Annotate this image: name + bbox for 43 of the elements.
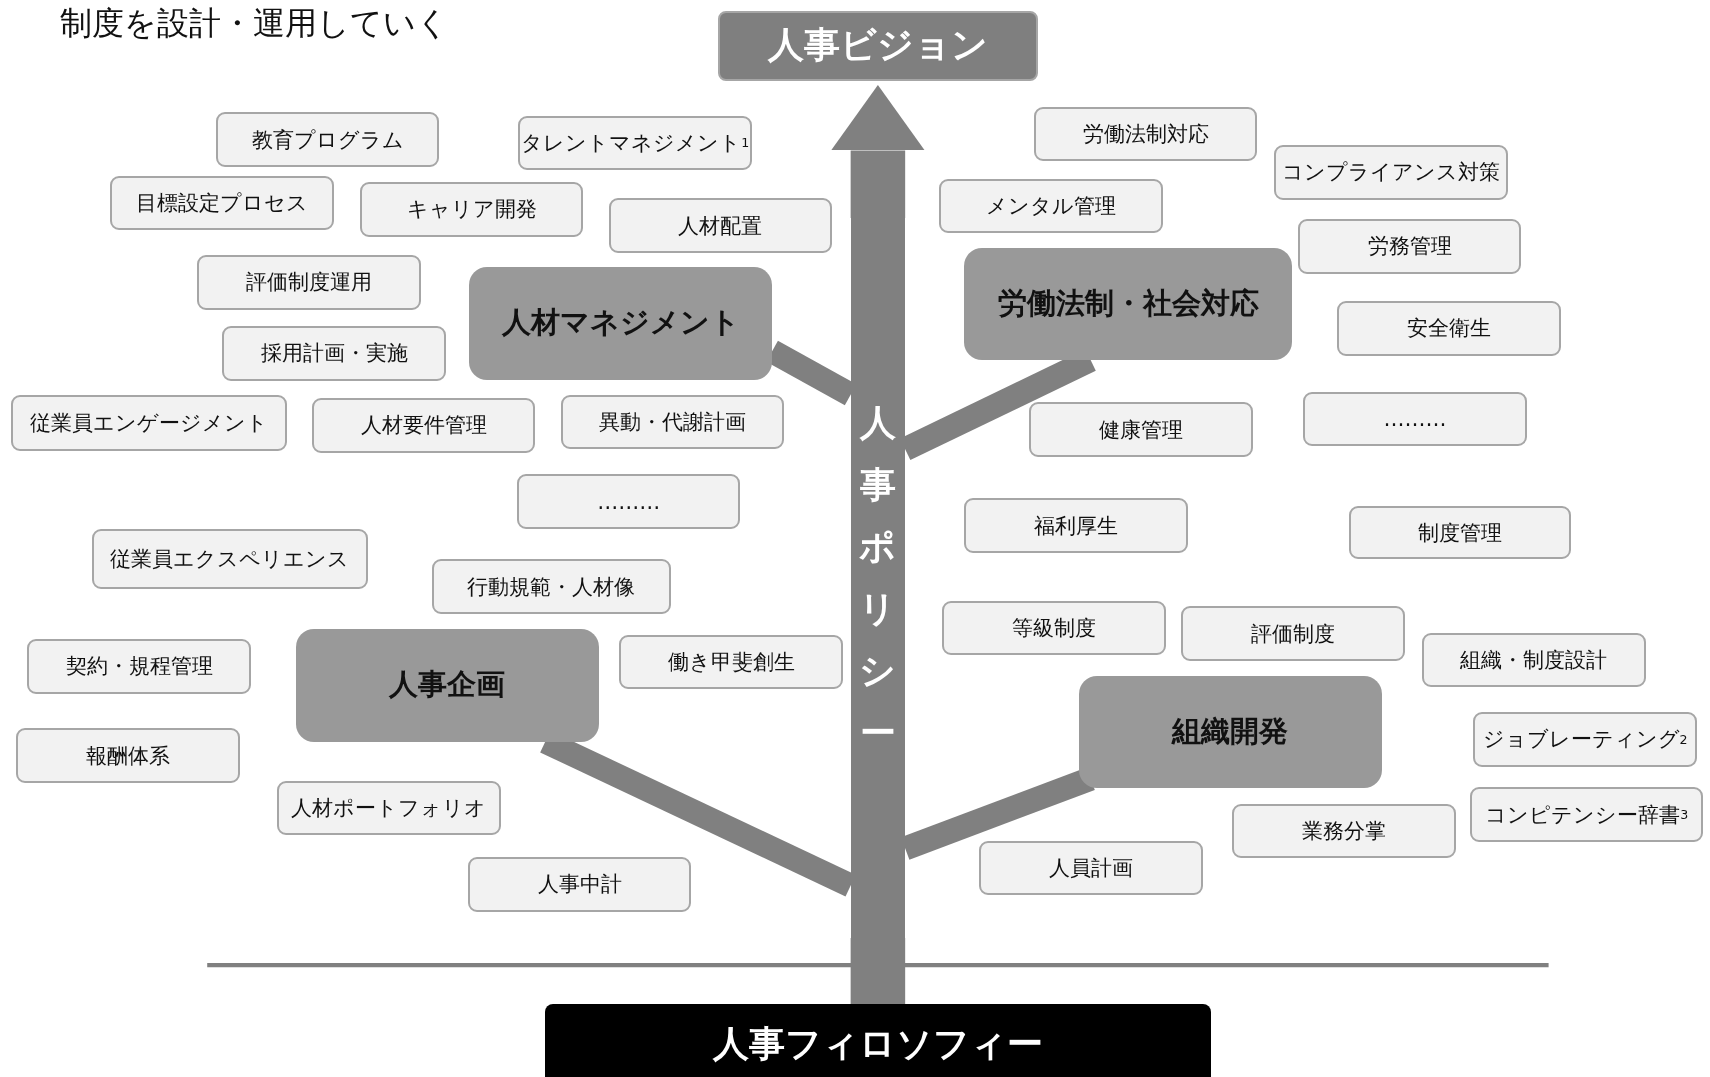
vision-banner: 人事ビジョン [717,10,1039,81]
topic-box: 従業員エンゲージメント [10,394,287,452]
topic-box: 採用計画・実施 [222,326,447,381]
topic-box: 目標設定プロセス [110,175,334,231]
topic-box: キャリア開発 [359,182,584,237]
topic-box: 福利厚生 [964,498,1188,553]
topic-box: ……… [516,474,741,529]
topic-box: コンピテンシー辞書$^{3}$ [1470,787,1704,842]
topic-box: 異動・代謝計画 [560,394,785,450]
policy-trunk: 人事ポリシー [850,218,906,938]
topic-box: 教育プログラム [215,112,440,167]
topic-box: 労務管理 [1297,219,1522,274]
topic-box: 等級制度 [942,600,1166,656]
topic-box: 従業員エクスペリエンス [91,528,368,589]
topic-box: ……… [1303,391,1527,446]
topic-box: ジョブレーティング$^{2}$ [1473,712,1697,767]
category-box: 労働法制・社会対応 [964,247,1293,360]
topic-box: 人材要件管理 [311,398,536,453]
topic-box: 安全衛生 [1337,301,1561,356]
topic-box: 評価制度 [1181,606,1405,661]
category-box: 人事企画 [295,629,599,742]
philosophy-banner: 人事フィロソフィー [545,1004,1211,1077]
category-box: 組織開発 [1078,676,1382,789]
topic-box: 人員計画 [979,840,1203,896]
topic-box: タレントマネジメント$^{1}$ [518,115,753,171]
category-box: 人材マネジメント [468,267,773,380]
branch-line [850,937,906,1005]
topic-box: 組織・制度設計 [1422,632,1646,688]
topic-box: 行動規範・人材像 [431,559,671,614]
topic-box: コンプライアンス対策 [1273,145,1509,200]
topic-box: 働き甲斐創生 [619,634,843,690]
topic-box: 契約・規程管理 [27,639,251,694]
topic-box: メンタル管理 [938,178,1163,234]
topic-box: 評価制度運用 [197,255,421,310]
topic-box: 業務分掌 [1232,803,1456,859]
topic-box: 報酬体系 [16,728,240,783]
heading-text: 制度を設計・運用していく [59,3,449,45]
topic-box: 健康管理 [1029,402,1254,457]
topic-box: 人材配置 [608,198,833,253]
topic-box: 制度管理 [1349,506,1572,560]
topic-box: 人材ポートフォリオ [277,780,501,836]
topic-box: 労働法制対応 [1033,106,1258,162]
topic-box: 人事中計 [467,857,692,912]
